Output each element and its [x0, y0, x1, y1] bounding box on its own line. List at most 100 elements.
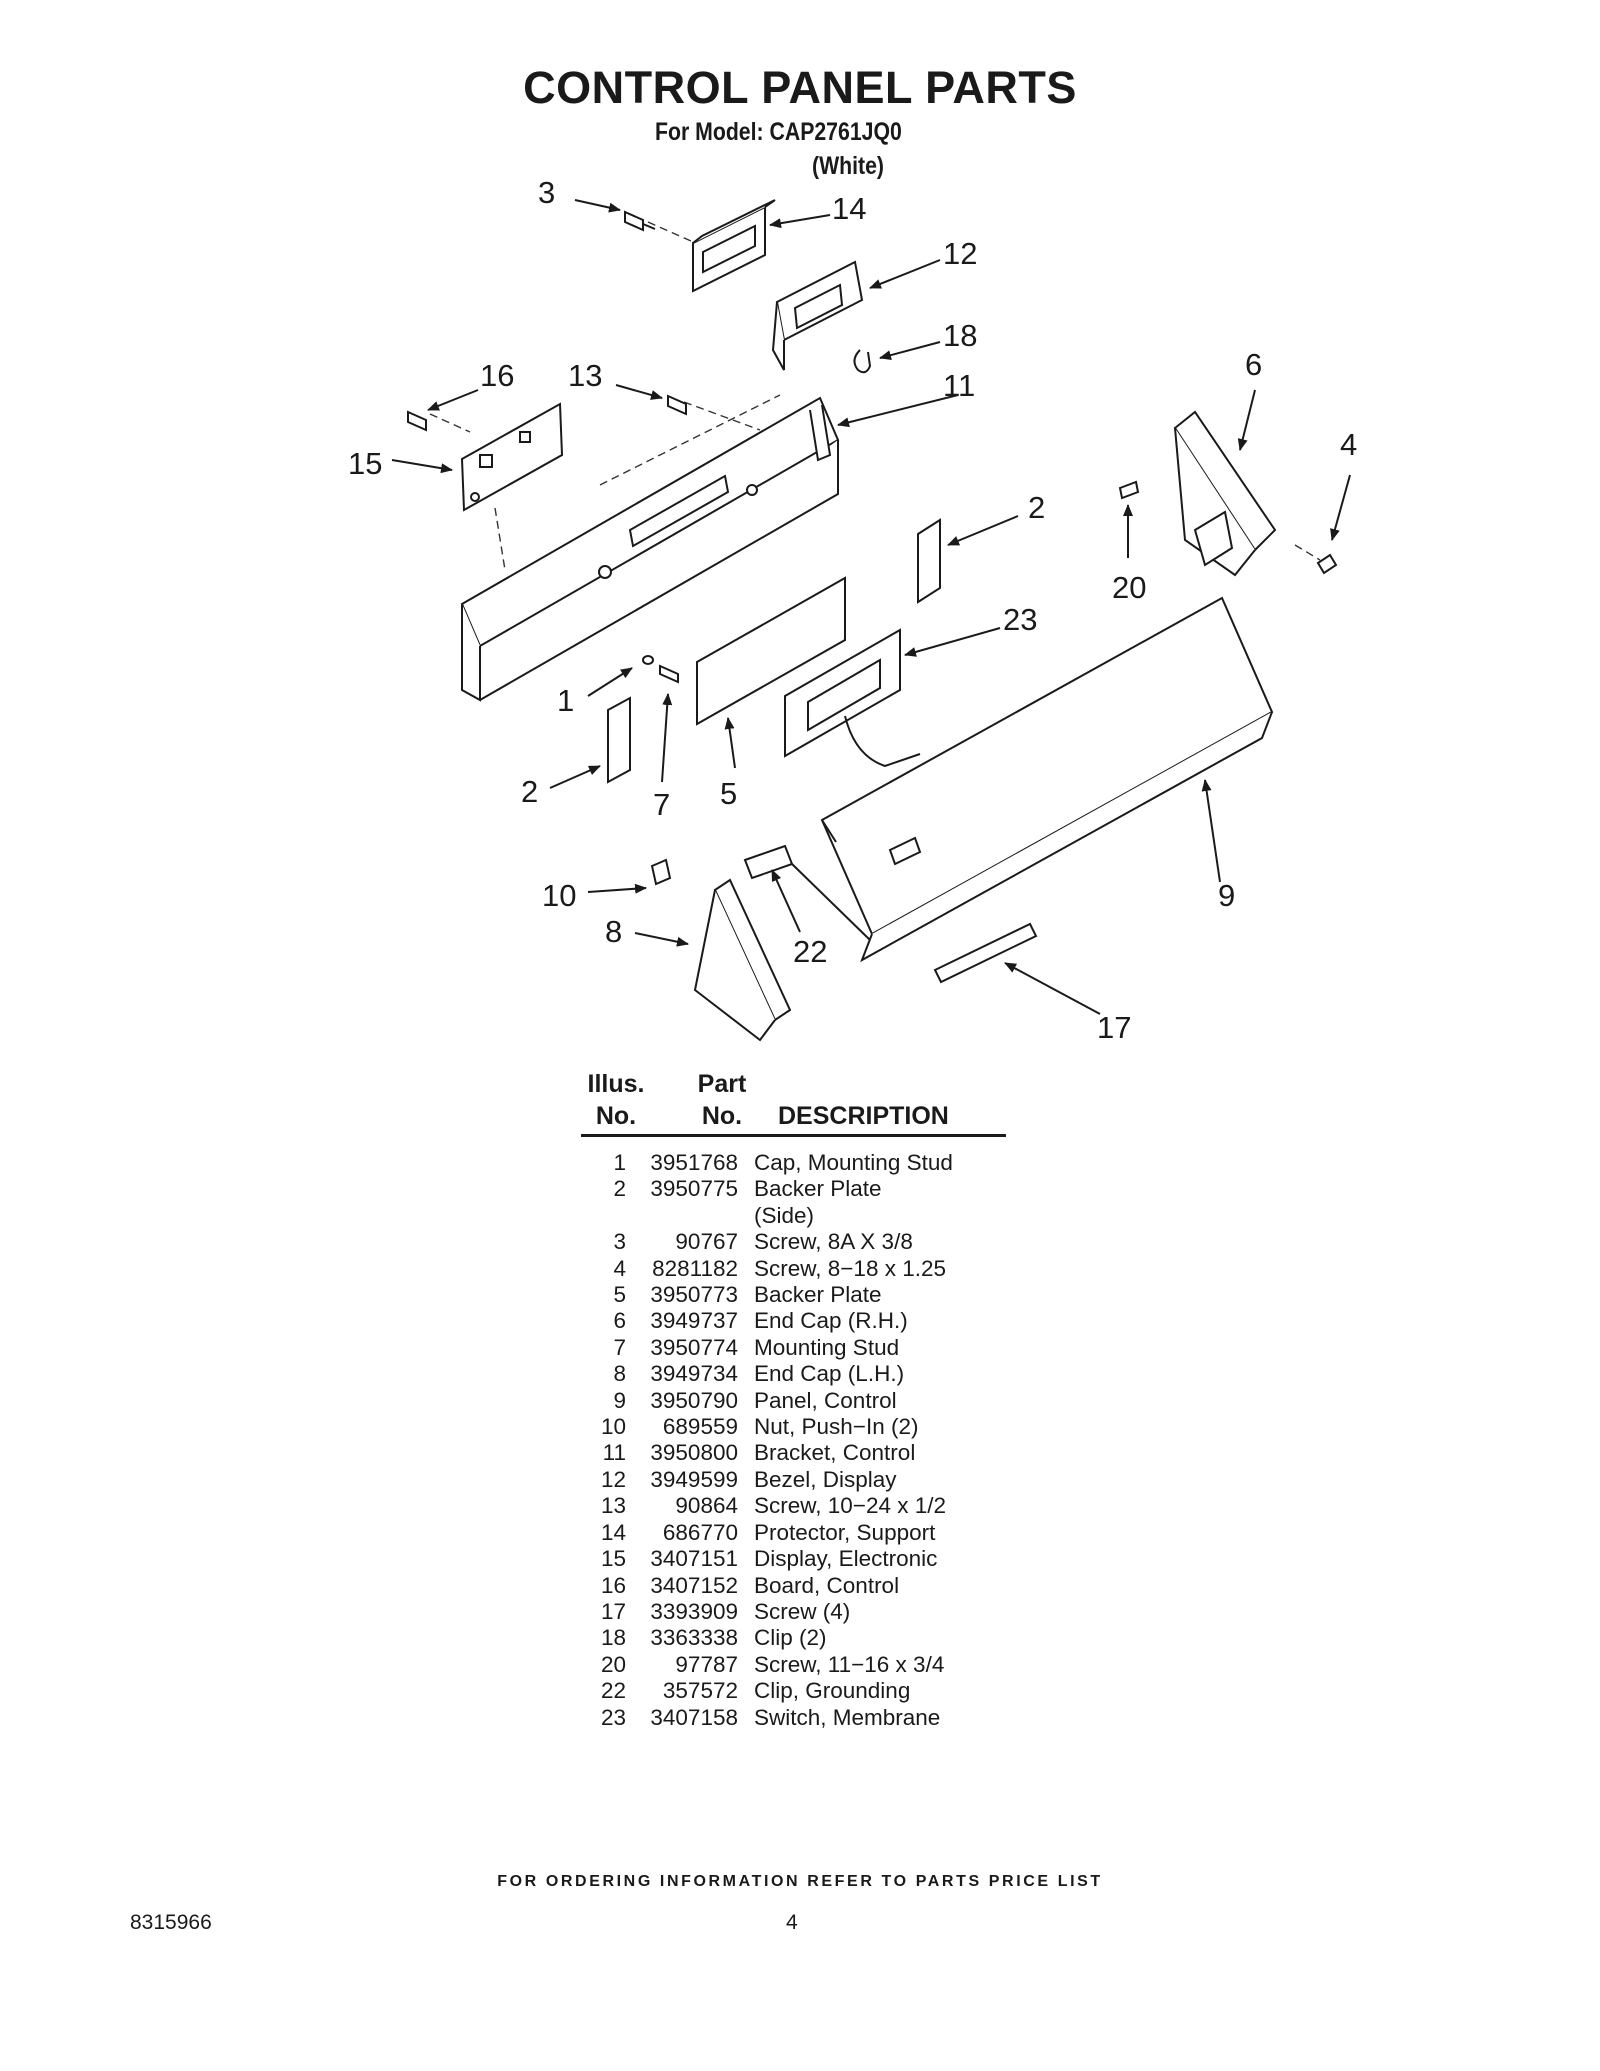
part-description: (Side) — [754, 1202, 815, 1228]
illus-number: 7 — [613, 1334, 626, 1360]
table-row: 13 90864 Screw, 10−24 x 1/2 — [560, 1493, 1020, 1519]
part-description: Display, Electronic — [754, 1546, 938, 1572]
membrane-switch-part-23 — [784, 628, 921, 768]
part-description: Clip, Grounding — [754, 1678, 911, 1704]
control-board-part-16 — [460, 402, 564, 512]
part-number: 3950800 — [650, 1440, 738, 1466]
illus-number: 17 — [600, 1598, 626, 1624]
part-number: 97787 — [675, 1651, 738, 1677]
column-header-description: DESCRIPTION — [778, 1102, 949, 1130]
callout-17: 16 — [480, 358, 514, 393]
illus-number: 6 — [613, 1308, 626, 1334]
column-header-part-no: Part No. — [697, 1070, 747, 1130]
part-description: Screw, 8−18 x 1.25 — [754, 1255, 946, 1281]
part-description: Mounting Stud — [754, 1334, 900, 1360]
part-number: 686770 — [662, 1519, 738, 1545]
callout-6: 6 — [1245, 347, 1262, 382]
callout-20: 20 — [1112, 570, 1146, 605]
part-description: Panel, Control — [754, 1387, 897, 1413]
backer-plate-part-2-left — [607, 696, 631, 784]
illus-number: 12 — [600, 1466, 626, 1492]
color-line: (White) — [812, 152, 884, 180]
illus-number: 11 — [602, 1440, 626, 1466]
part-description: Board, Control — [754, 1572, 900, 1598]
illus-number — [560, 1203, 626, 1229]
table-row: (Side) — [560, 1203, 1020, 1229]
grounding-clip-part-22 — [743, 844, 871, 941]
part-description: End Cap (R.H.) — [754, 1308, 908, 1334]
part-number — [626, 1203, 738, 1229]
backer-plate-part-2-right — [917, 518, 941, 604]
left-end-cap-part-8 — [693, 878, 792, 1042]
illus-number: 1 — [613, 1150, 626, 1175]
illus-number: 15 — [600, 1546, 626, 1572]
callout-2-left: 2 — [521, 774, 538, 809]
screw-part-13 — [667, 394, 687, 416]
callout-8: 8 — [605, 914, 622, 949]
control-panel-part-9 — [820, 596, 1274, 963]
part-number: 90767 — [675, 1229, 738, 1255]
illus-number: 16 — [600, 1572, 626, 1598]
part-number: 3363338 — [650, 1625, 738, 1651]
callout-10: 10 — [542, 878, 576, 913]
clip-part-18 — [853, 349, 872, 374]
callout-2-right: 2 — [1028, 490, 1045, 525]
part-description: End Cap (L.H.) — [754, 1361, 905, 1387]
document-number: 8315966 — [130, 1911, 212, 1934]
illus-number: 13 — [600, 1493, 626, 1519]
table-row: 22 357572 Clip, Grounding — [560, 1678, 1020, 1704]
illus-number: 4 — [613, 1255, 626, 1281]
part-description: Backer Plate — [754, 1176, 882, 1202]
part-description: Bracket, Control — [754, 1440, 916, 1466]
callout-3: 3 — [538, 175, 555, 210]
header-divider — [581, 1134, 1006, 1137]
table-row: 7 3950774 Mounting Stud — [560, 1335, 1020, 1361]
part-description: Backer Plate — [754, 1282, 882, 1308]
part-description: Switch, Membrane — [754, 1704, 941, 1730]
part-number: 90864 — [675, 1493, 738, 1519]
part-description: Bezel, Display — [754, 1466, 897, 1492]
callout-1: 1 — [557, 683, 574, 718]
part-description: Screw, 10−24 x 1/2 — [754, 1493, 946, 1519]
part-description: Cap, Mounting Stud — [754, 1150, 953, 1175]
column-header-illus-no: Illus. No. — [587, 1070, 645, 1130]
table-row: 6 3949737 End Cap (R.H.) — [560, 1308, 1020, 1334]
part-number: 3950773 — [650, 1282, 738, 1308]
assembly-lines — [429, 221, 1321, 571]
illus-number: 22 — [600, 1678, 626, 1704]
model-line: For Model: CAP2761JQ0 — [655, 118, 902, 146]
callout-16: 15 — [348, 446, 382, 481]
callout-11: 11 — [943, 368, 975, 403]
backer-plate-part-5 — [696, 576, 846, 726]
part-number: 3949737 — [650, 1308, 738, 1334]
callout-13: 13 — [568, 358, 602, 393]
part-number: 3951768 — [650, 1150, 738, 1175]
illus-number: 20 — [600, 1651, 626, 1677]
screw-part-20 — [1118, 480, 1140, 500]
illus-number: 8 — [613, 1361, 626, 1387]
callout-14: 17 — [1097, 1010, 1131, 1045]
callout-4: 4 — [1340, 427, 1357, 462]
illus-number: 23 — [600, 1704, 626, 1730]
mounting-stud-cap-part-1 — [642, 655, 654, 665]
support-protector-part-14 — [933, 922, 1038, 984]
part-number: 3950774 — [650, 1334, 738, 1360]
part-number: 357572 — [662, 1678, 738, 1704]
part-number: 689559 — [662, 1414, 738, 1440]
callout-5: 5 — [720, 776, 737, 811]
right-end-cap-part-6 — [1173, 410, 1277, 577]
callout-15: 14 — [832, 191, 866, 226]
part-description: Screw (4) — [754, 1598, 851, 1624]
mounting-stud-part-7 — [659, 664, 679, 684]
part-number: 3950775 — [650, 1176, 738, 1202]
screw-part-3 — [624, 210, 656, 232]
screw-part-4 — [1316, 553, 1338, 575]
